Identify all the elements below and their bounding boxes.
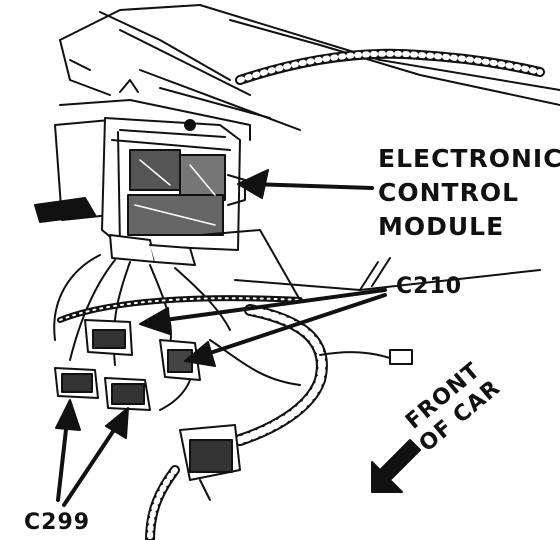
wiring-harness <box>53 229 541 446</box>
front-of-car-arrow <box>371 439 421 493</box>
c210-label: C210 <box>396 274 463 299</box>
pointer-arrows <box>55 169 391 507</box>
c210-connector-left <box>84 319 133 356</box>
ecm-module <box>101 117 246 251</box>
c299-connector-left <box>54 367 99 399</box>
c210-arrow-left <box>148 288 387 324</box>
dashboard-outline <box>59 4 560 131</box>
top-conduit <box>235 48 545 85</box>
mounting-bracket <box>34 79 251 223</box>
ecm-label-line2: CONTROL <box>378 178 520 207</box>
ecm-label-line3: MODULE <box>378 212 505 241</box>
lower-connector <box>145 424 241 540</box>
c210-arrow-right <box>193 293 387 360</box>
ecm-arrowhead <box>237 169 269 199</box>
ecm-arrow <box>248 182 374 190</box>
c299-connector-right <box>104 377 151 411</box>
c299-label: C299 <box>24 510 91 535</box>
ecm-label-line1: ELECTRONIC <box>378 144 560 173</box>
c299-arrow-right <box>62 416 124 507</box>
